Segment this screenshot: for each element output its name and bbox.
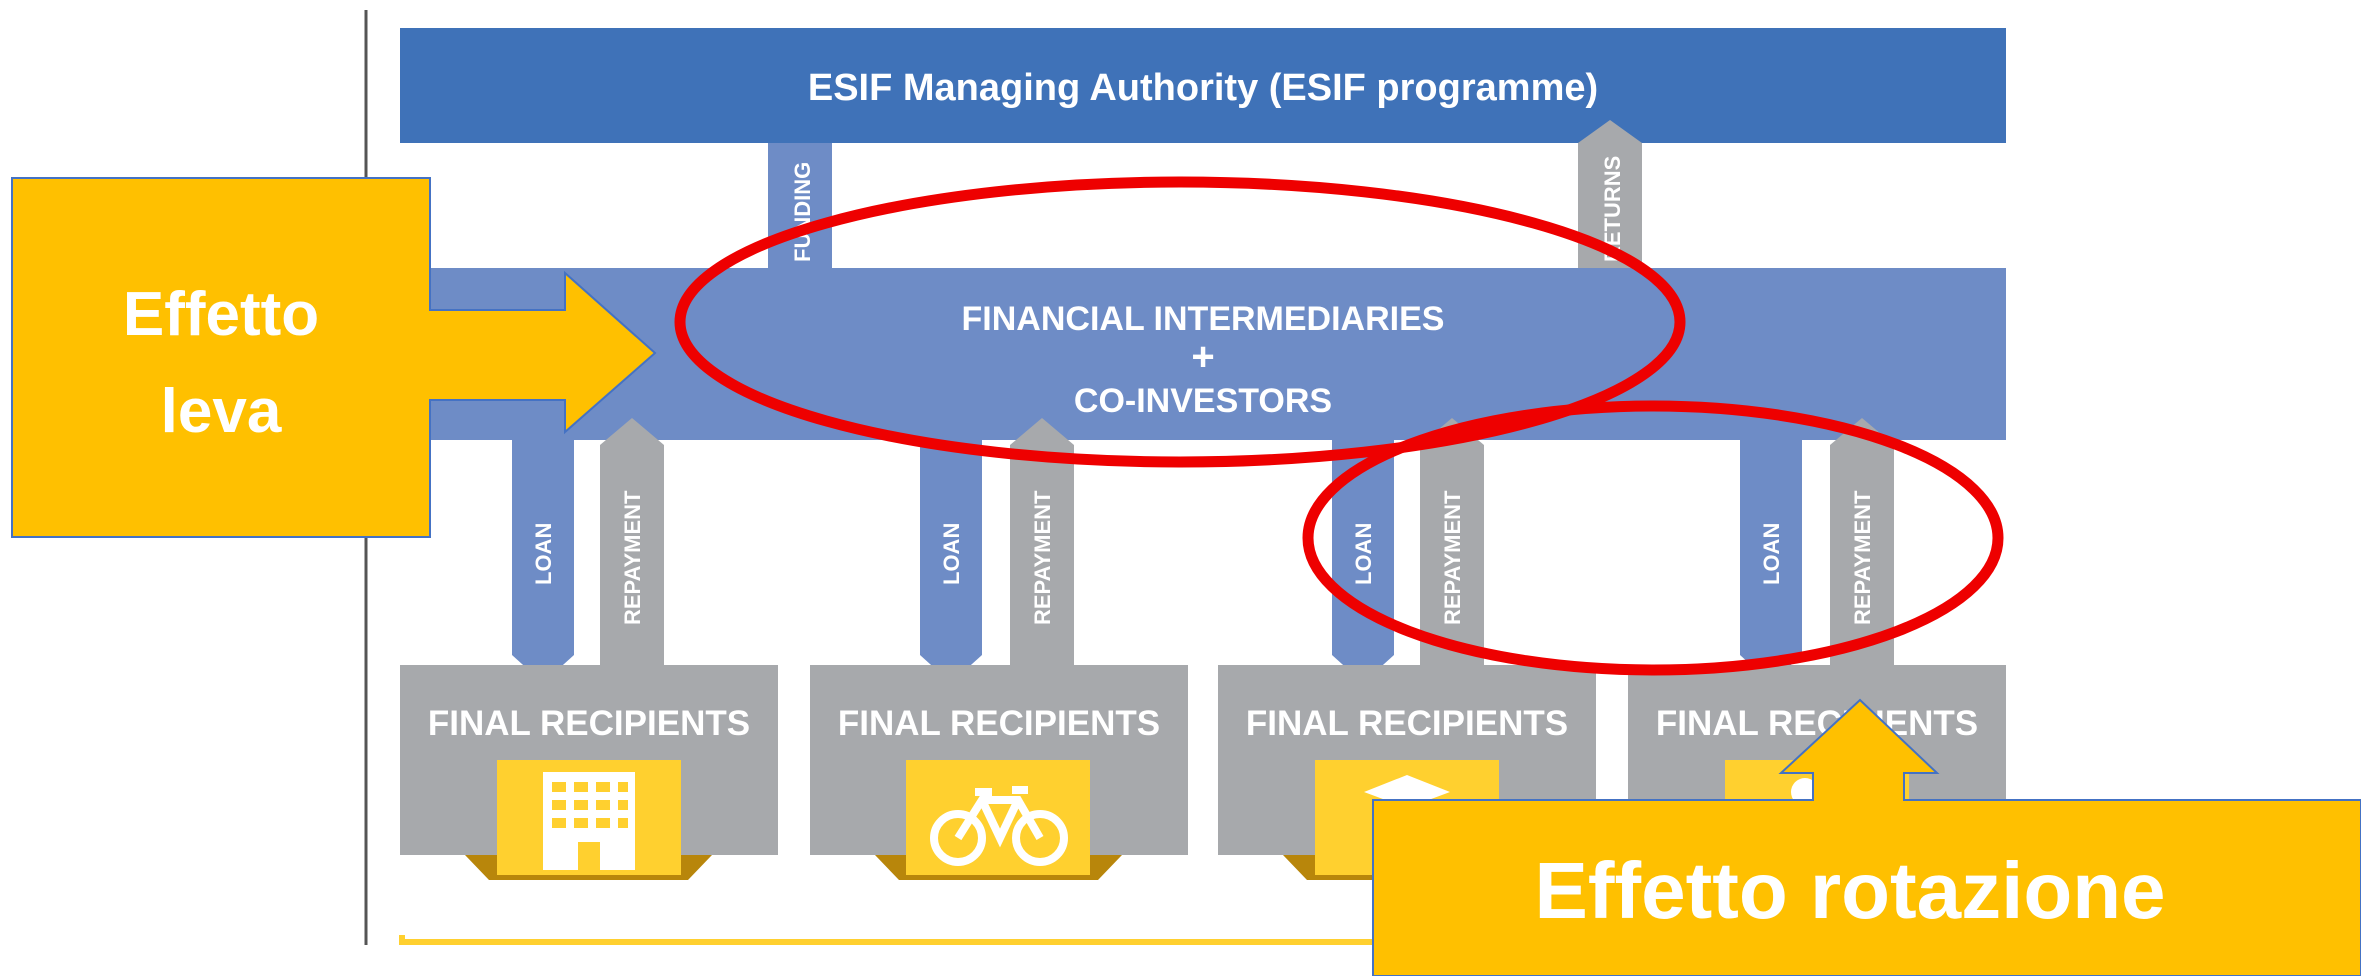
loan-arrow xyxy=(1740,440,1802,683)
highlight-ellipse-repayment xyxy=(1302,400,2004,676)
intermediaries-line2: CO-INVESTORS xyxy=(1074,382,1332,420)
loan-arrow xyxy=(920,440,982,683)
building-icon xyxy=(543,772,635,870)
loan-arrow xyxy=(512,440,574,683)
callout-leva-line2: leva xyxy=(161,377,282,446)
repayment-label: REPAYMENT xyxy=(1440,490,1465,625)
callout-leva-line1: Effetto xyxy=(123,280,319,349)
final-recipient-label: FINAL RECIPIENTS xyxy=(1656,704,1978,743)
column-1: LOAN REPAYMENT FINAL RECIPIENTS xyxy=(400,418,778,880)
bicycle-icon xyxy=(930,786,1068,866)
loan-label: LOAN xyxy=(1351,523,1376,585)
highlight-ellipse-intermediaries xyxy=(674,176,1686,468)
funding-arrow: FUNDING xyxy=(768,143,832,293)
repayment-arrow xyxy=(600,418,664,665)
callout-leva: Effetto leva xyxy=(11,177,657,538)
intermediaries-line1: FINANCIAL INTERMEDIARIES xyxy=(962,300,1445,338)
final-recipient-label: FINAL RECIPIENTS xyxy=(1246,704,1568,743)
callout-rotazione: Effetto rotazione xyxy=(1372,698,2361,976)
funding-label: FUNDING xyxy=(790,162,815,262)
repayment-arrow xyxy=(1420,418,1484,665)
managing-authority-bar xyxy=(400,28,2006,143)
repayment-arrow xyxy=(1010,418,1074,665)
intermediaries-plus: + xyxy=(1191,335,1214,379)
final-recipient-label: FINAL RECIPIENTS xyxy=(838,704,1160,743)
loan-label: LOAN xyxy=(1759,523,1784,585)
repayment-label: REPAYMENT xyxy=(620,490,645,625)
loan-label: LOAN xyxy=(939,523,964,585)
repayment-label: REPAYMENT xyxy=(1850,490,1875,625)
repayment-arrow xyxy=(1830,418,1894,665)
icon-tile xyxy=(906,760,1090,875)
managing-authority-label: ESIF Managing Authority (ESIF programme) xyxy=(808,67,1598,109)
column-2: LOAN REPAYMENT FINAL RECIPIENTS xyxy=(810,418,1188,880)
final-recipient-label: FINAL RECIPIENTS xyxy=(428,704,750,743)
callout-rotazione-label: Effetto rotazione xyxy=(1534,846,2165,935)
loan-label: LOAN xyxy=(531,523,556,585)
repayment-label: REPAYMENT xyxy=(1030,490,1055,625)
bottom-bracket xyxy=(399,935,1420,945)
